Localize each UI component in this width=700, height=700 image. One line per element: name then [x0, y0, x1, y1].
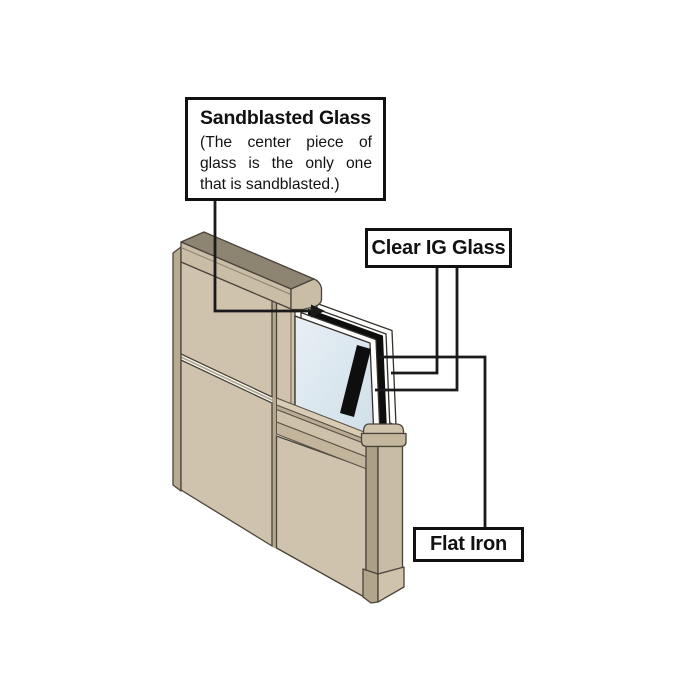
right-column: [360, 423, 407, 604]
leader-clear-ig-outer: [391, 267, 439, 375]
panel-seam-vertical: [272, 285, 277, 549]
glass-unit: [294, 302, 397, 439]
wall-left-edge-face: [172, 246, 182, 492]
callout-sandblasted-line-2: glass is the only one: [200, 155, 372, 172]
column-base-front: [377, 566, 405, 603]
callout-flat-iron-title: Flat Iron: [429, 533, 508, 555]
callout-sandblasted-glass: Sandblasted Glass (The center piece of g…: [185, 97, 386, 201]
panel-seam-horizontal: [181, 356, 272, 401]
window-jamb-stile: [275, 301, 296, 407]
leader-lines: [213, 201, 487, 527]
column-side-face: [365, 445, 379, 579]
window-sill: [276, 397, 373, 472]
callout-sandblasted-title: Sandblasted Glass: [200, 107, 372, 129]
cap-front-reveal-line: [180, 247, 292, 295]
column-base-side: [362, 568, 379, 604]
callout-clear-ig-title: Clear IG Glass: [371, 236, 506, 259]
callout-sandblasted-line-1: (The center piece of: [200, 134, 372, 151]
lower-left-panel: [180, 359, 273, 547]
leader-clear-ig-inner: [375, 267, 459, 392]
column-cap-band: [360, 432, 407, 448]
leader-flat-iron: [379, 355, 487, 527]
flat-iron-bar: [340, 345, 371, 417]
leader-sandblasted: [213, 201, 311, 313]
column-cap-roll: [362, 423, 405, 435]
column-front-face: [377, 445, 404, 579]
cap-end-hat: [290, 278, 323, 311]
callout-clear-ig-glass: Clear IG Glass: [365, 228, 512, 268]
callout-flat-iron: Flat Iron: [413, 527, 524, 562]
callout-sandblasted-line-3: that is sandblasted.): [200, 176, 340, 193]
leader-sandblasted-arrowhead: [311, 304, 325, 318]
